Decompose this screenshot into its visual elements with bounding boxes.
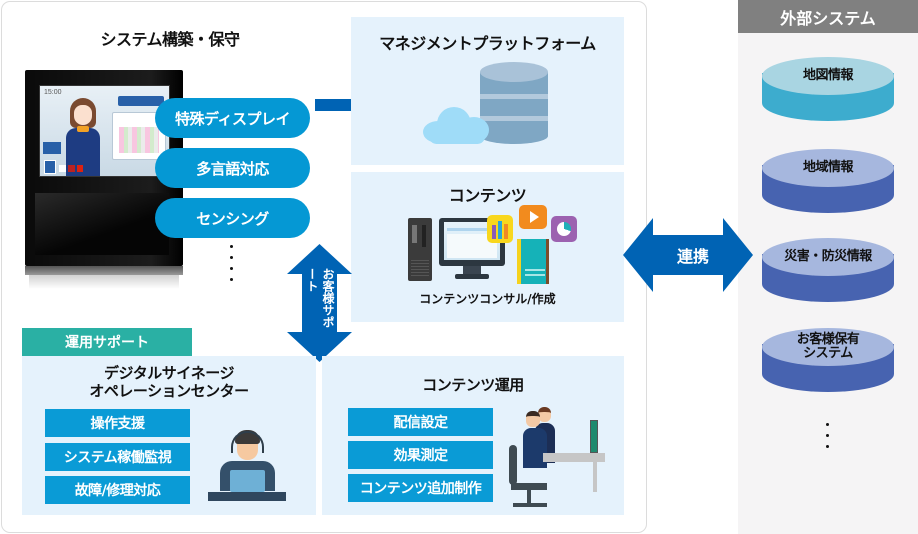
content-item-effect-measurement: 効果測定	[348, 441, 493, 469]
external-system-regional-info: 地域情報	[762, 149, 894, 213]
floor-map-icon	[119, 127, 159, 153]
screen-map-bubble	[112, 112, 166, 160]
monitor-stand	[463, 266, 481, 275]
operation-support-tag: 運用サポート	[22, 328, 192, 356]
system-build-title: システム構築・保守	[100, 30, 240, 49]
display-lower-panel	[35, 193, 169, 255]
operation-center-title-line1: デジタルサイネージ	[104, 364, 234, 382]
more-external-ellipsis	[826, 423, 830, 456]
feature-special-display: 特殊ディスプレイ	[155, 98, 310, 138]
database-icon	[480, 62, 548, 144]
feature-sensing: センシング	[155, 198, 310, 238]
content-item-delivery-settings: 配信設定	[348, 408, 493, 436]
staff-at-desk-icon	[505, 405, 605, 510]
external-system-label: お客様保有 システム	[796, 332, 860, 361]
microphone-icon	[44, 160, 56, 174]
language-flags-icon	[59, 165, 83, 172]
monitor-foot	[455, 274, 489, 279]
operation-item-operation-assist: 操作支援	[45, 409, 190, 437]
external-system-label: 地域情報	[802, 160, 854, 175]
display-screen: 15:00	[39, 85, 170, 177]
video-play-icon	[519, 205, 547, 229]
screen-side-button	[43, 142, 61, 154]
screen-time: 15:00	[44, 89, 62, 96]
external-system-label: 地図情報	[802, 68, 854, 83]
operation-item-repair: 故障/修理対応	[45, 476, 190, 504]
connector-line	[315, 99, 351, 111]
display-base	[25, 266, 183, 275]
content-operation-title: コンテンツ運用	[422, 376, 524, 394]
bar-chart-icon	[487, 215, 513, 243]
contents-title: コンテンツ	[448, 186, 527, 205]
external-system-customer-system: お客様保有 システム	[762, 328, 894, 392]
management-platform-title: マネジメントプラットフォーム	[379, 34, 596, 53]
operator-with-headset-icon	[208, 428, 286, 503]
external-system-disaster-info: 災害・防災情報	[762, 238, 894, 302]
integration-label: 連携	[676, 247, 709, 266]
operation-item-system-monitoring: システム稼働監視	[45, 443, 190, 471]
feature-multilingual: 多言語対応	[155, 148, 310, 188]
operation-center-title-line2: オペレーションセンター	[89, 382, 249, 400]
customer-support-arrow	[287, 244, 352, 362]
more-features-ellipsis	[230, 245, 234, 289]
external-systems-title: 外部システム	[738, 0, 918, 33]
content-item-additional-production: コンテンツ追加制作	[348, 474, 493, 502]
external-system-label: 災害・防災情報	[784, 249, 872, 264]
integration-arrow	[623, 218, 753, 292]
external-system-map-info: 地図情報	[762, 57, 894, 121]
desktop-pc-icon	[408, 218, 432, 281]
contents-caption: コンテンツコンサル/作成	[419, 292, 556, 306]
customer-support-label: お客様サポート	[305, 268, 335, 328]
cloud-icon	[423, 105, 489, 145]
pie-chart-icon	[551, 216, 577, 242]
signage-display-image: 15:00	[25, 70, 183, 289]
screen-question-bubble	[118, 96, 164, 106]
notebook-icon	[517, 239, 549, 284]
display-shadow	[29, 275, 179, 289]
